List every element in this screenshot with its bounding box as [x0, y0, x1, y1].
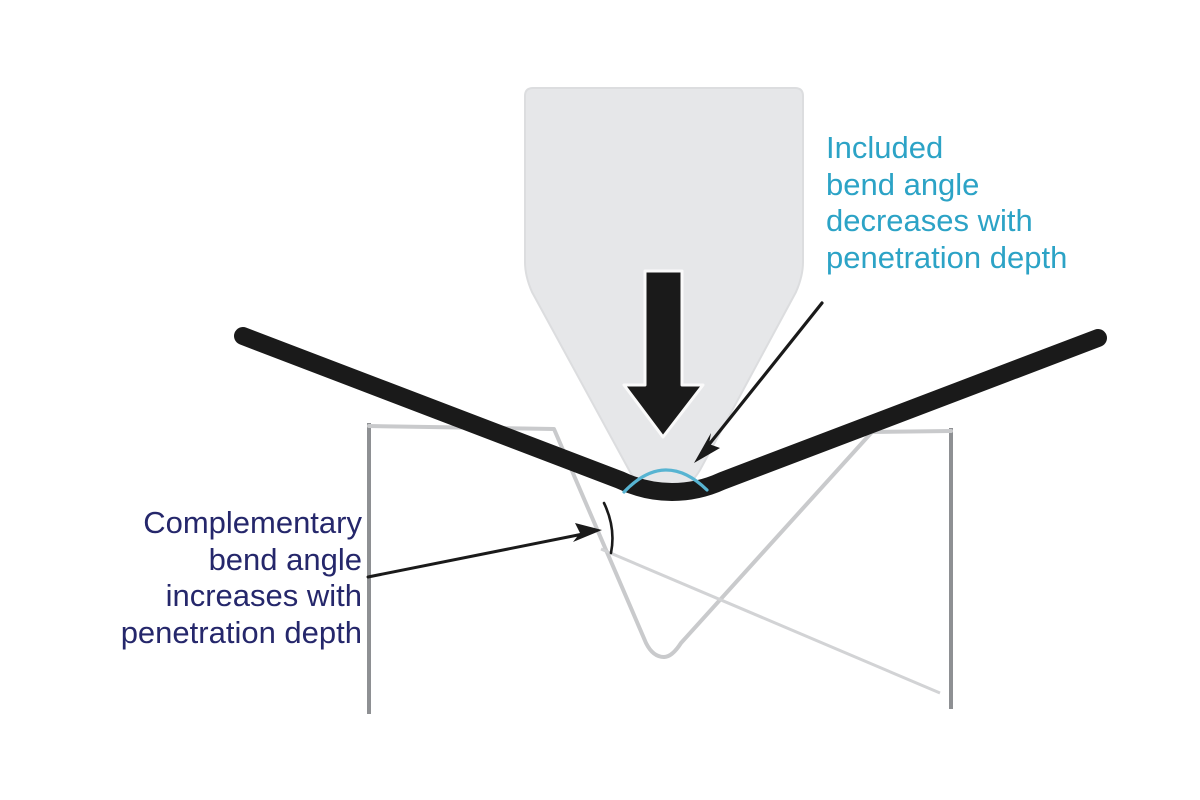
leader-line-included	[694, 301, 824, 463]
leader-line-complementary-arrowhead	[573, 523, 602, 542]
included-bend-angle-label: Included bend angle decreases with penet…	[826, 130, 1068, 275]
v-die	[367, 423, 953, 714]
force-arrow-shape	[622, 269, 705, 439]
leader-line-included-stem	[705, 301, 824, 449]
complementary-bend-angle-label: Complementary bend angle increases with …	[120, 505, 362, 650]
die-groove-right	[662, 429, 953, 659]
bend-reference-line	[600, 547, 941, 695]
die-groove-left	[367, 424, 666, 659]
included-bend-angle-arc	[622, 468, 709, 494]
complementary-bend-angle-arc	[602, 501, 614, 555]
leader-line-complementary-stem	[366, 532, 585, 579]
downward-force-arrow	[622, 269, 705, 439]
leader-line-included-arrowhead	[694, 433, 720, 463]
leader-line-complementary	[366, 523, 602, 579]
